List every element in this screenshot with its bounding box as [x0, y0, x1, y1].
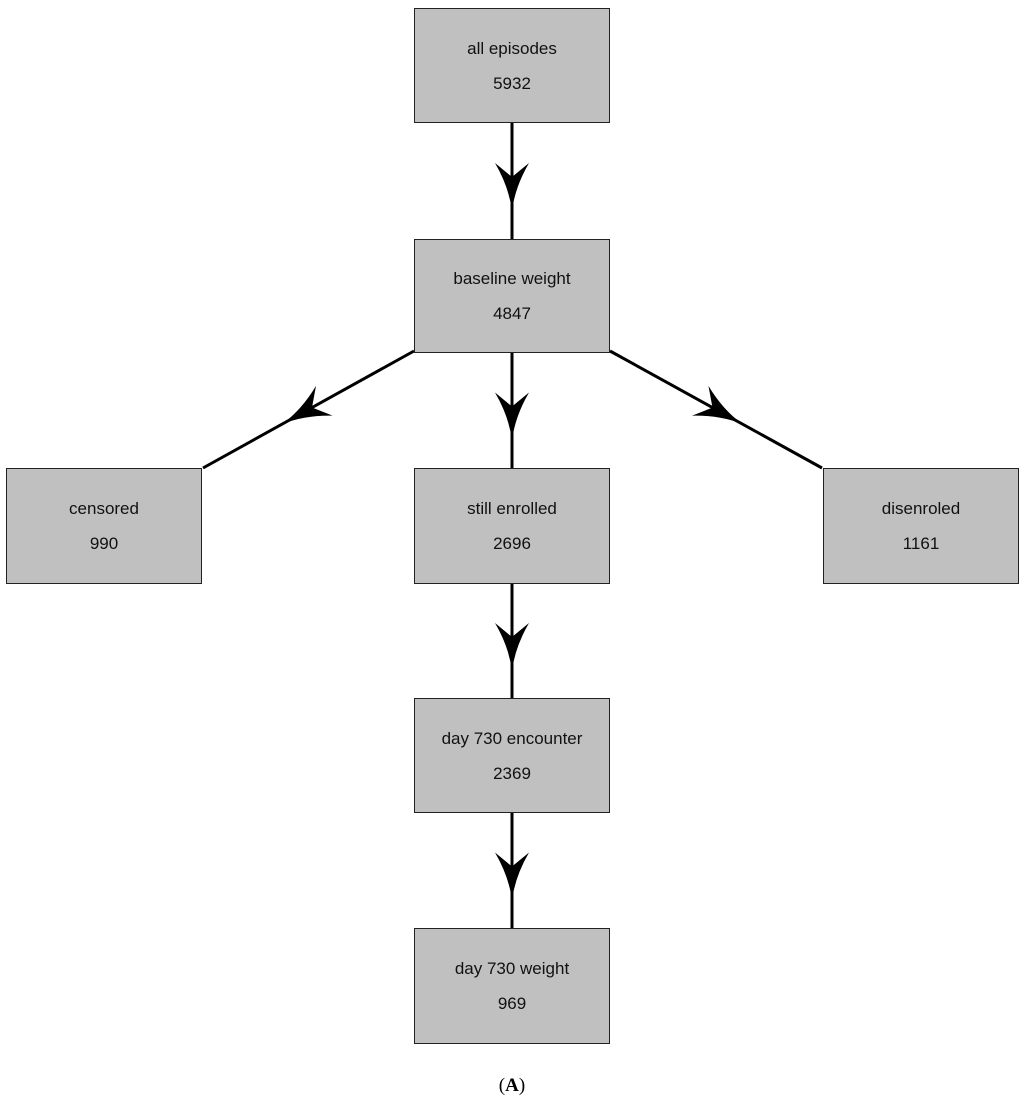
node-censored: censored 990: [6, 468, 202, 584]
arrowhead-icon: [692, 385, 743, 424]
node-label: day 730 encounter: [441, 728, 583, 748]
node-label: censored: [69, 499, 139, 518]
edge-all-episodes-to-baseline-weight: [495, 123, 529, 239]
caption-close: ): [518, 1075, 526, 1096]
node-disenroled: disenroled 1161: [823, 468, 1019, 584]
edge-still-enrolled-to-day-730-encounter: [495, 584, 529, 698]
arrowhead-icon: [495, 852, 529, 901]
node-count: 2696: [493, 534, 531, 553]
edge-baseline-weight-to-disenroled: [609, 349, 823, 470]
caption-letter: A: [505, 1075, 519, 1096]
node-baseline-weight: baseline weight 4847: [414, 239, 610, 353]
edge-day-730-encounter-to-day-730-weight: [495, 813, 529, 928]
node-day-730-encounter: day 730 encounter 2369: [414, 698, 610, 813]
edge-baseline-weight-to-still-enrolled: [495, 353, 529, 468]
node-label: still enrolled: [467, 499, 557, 518]
arrowhead-icon: [282, 385, 333, 425]
node-label: baseline weight: [453, 269, 571, 288]
node-all-episodes: all episodes 5932: [414, 8, 610, 123]
arrowhead-icon: [495, 392, 529, 441]
node-count: 990: [89, 534, 119, 553]
node-count: 2369: [493, 763, 531, 783]
node-label: all episodes: [467, 38, 557, 58]
arrowhead-icon: [495, 623, 529, 671]
edge-baseline-weight-to-censored: [202, 349, 415, 470]
node-count: 5932: [493, 73, 531, 93]
node-label: day 730 weight: [454, 959, 570, 978]
figure-caption: (A): [0, 1075, 1024, 1097]
node-still-enrolled: still enrolled 2696: [414, 468, 610, 584]
node-label: disenroled: [881, 499, 961, 518]
arrowhead-icon: [495, 163, 529, 211]
node-count: 4847: [493, 304, 531, 323]
caption-open: (: [498, 1075, 506, 1096]
node-day-730-weight: day 730 weight 969: [414, 928, 610, 1044]
node-count: 969: [497, 994, 527, 1013]
node-count: 1161: [902, 534, 940, 553]
